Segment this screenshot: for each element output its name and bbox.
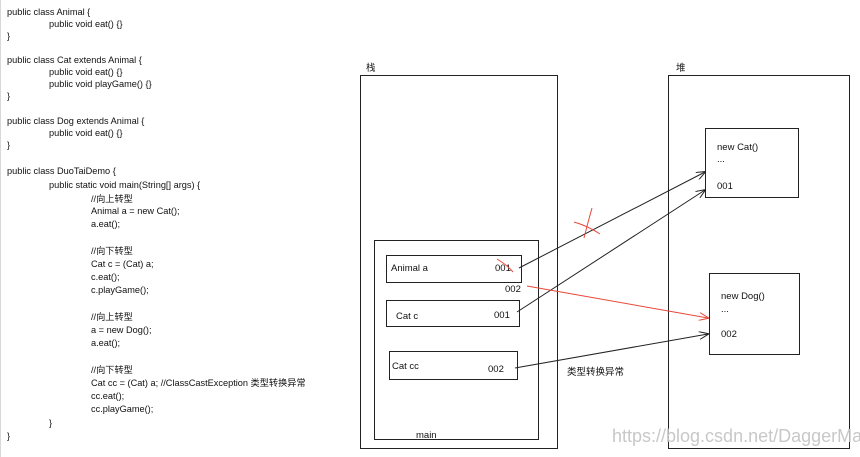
arrow-a-to-dog xyxy=(526,285,708,318)
code-line: a = new Dog(); xyxy=(91,325,152,335)
stack-title: 栈 xyxy=(366,63,376,74)
code-line: } xyxy=(7,431,11,441)
var-cat-c-name: Cat c xyxy=(396,311,419,322)
code-line: } xyxy=(7,31,11,41)
code-line: } xyxy=(7,140,11,150)
code-line: //向上转型 xyxy=(91,194,133,204)
code-line: public void eat() {} xyxy=(49,19,123,29)
heap-object-dog xyxy=(709,273,800,355)
var-cat-cc-ref: 002 xyxy=(488,364,504,375)
code-line: cc.eat(); xyxy=(91,391,125,401)
code-line: //向下转型 xyxy=(91,365,133,375)
heap-object-cat-addr: 001 xyxy=(717,181,733,192)
var-cat-cc xyxy=(389,351,518,380)
code-line: a.eat(); xyxy=(91,219,121,229)
heap-object-cat-title: new Cat() xyxy=(717,142,759,153)
main-frame-label: main xyxy=(416,430,437,441)
exception-label: 类型转换异常 xyxy=(567,367,625,378)
var-cat-c xyxy=(386,300,520,327)
var-animal-a-ref: 001 xyxy=(495,263,511,274)
code-line: public class Animal { xyxy=(7,7,91,17)
heap-title: 堆 xyxy=(676,63,686,74)
heap-object-cat-dots: ... xyxy=(717,154,725,165)
code-line: public void eat() {} xyxy=(49,67,123,77)
arrow-a-to-cat xyxy=(518,172,705,269)
code-line: Animal a = new Cat(); xyxy=(91,206,180,216)
strike-mark xyxy=(496,258,514,273)
code-line: public class Dog extends Animal { xyxy=(7,116,145,126)
arrow-cc-to-dog xyxy=(514,334,708,369)
code-line: Cat cc = (Cat) a; //ClassCastException 类… xyxy=(91,378,306,388)
code-line: c.playGame(); xyxy=(91,285,149,295)
code-line: //向下转型 xyxy=(91,246,133,256)
var-cat-c-ref: 001 xyxy=(494,310,510,321)
code-line: a.eat(); xyxy=(91,338,121,348)
code-line: public class DuoTaiDemo { xyxy=(7,166,116,176)
var-animal-a-name: Animal a xyxy=(391,263,428,274)
cross-out-mark xyxy=(573,207,601,239)
code-listing: public class Animal { public void eat() {… xyxy=(0,0,341,457)
code-line: public void playGame() {} xyxy=(49,79,152,89)
code-line: } xyxy=(49,418,53,428)
heap-object-dog-addr: 002 xyxy=(721,329,737,340)
code-line: public void eat() {} xyxy=(49,128,123,138)
heap-object-dog-title: new Dog() xyxy=(721,291,765,302)
var-cat-cc-name: Cat cc xyxy=(392,361,419,372)
var-animal-a-new-ref: 002 xyxy=(505,284,521,295)
code-line: public class Cat extends Animal { xyxy=(7,55,142,65)
code-line: c.eat(); xyxy=(91,272,120,282)
code-line: cc.playGame(); xyxy=(91,404,154,414)
code-line: //向上转型 xyxy=(91,312,133,322)
code-line: Cat c = (Cat) a; xyxy=(91,259,154,269)
heap-object-dog-dots: ... xyxy=(721,304,729,315)
watermark: https://blog.csdn.net/DaggerMa xyxy=(612,426,860,446)
code-line: public static void main(String[] args) { xyxy=(49,180,201,190)
var-animal-a xyxy=(386,255,522,283)
code-line: } xyxy=(7,91,11,101)
heap-object-cat xyxy=(705,128,799,198)
arrow-c-to-cat xyxy=(516,190,705,313)
